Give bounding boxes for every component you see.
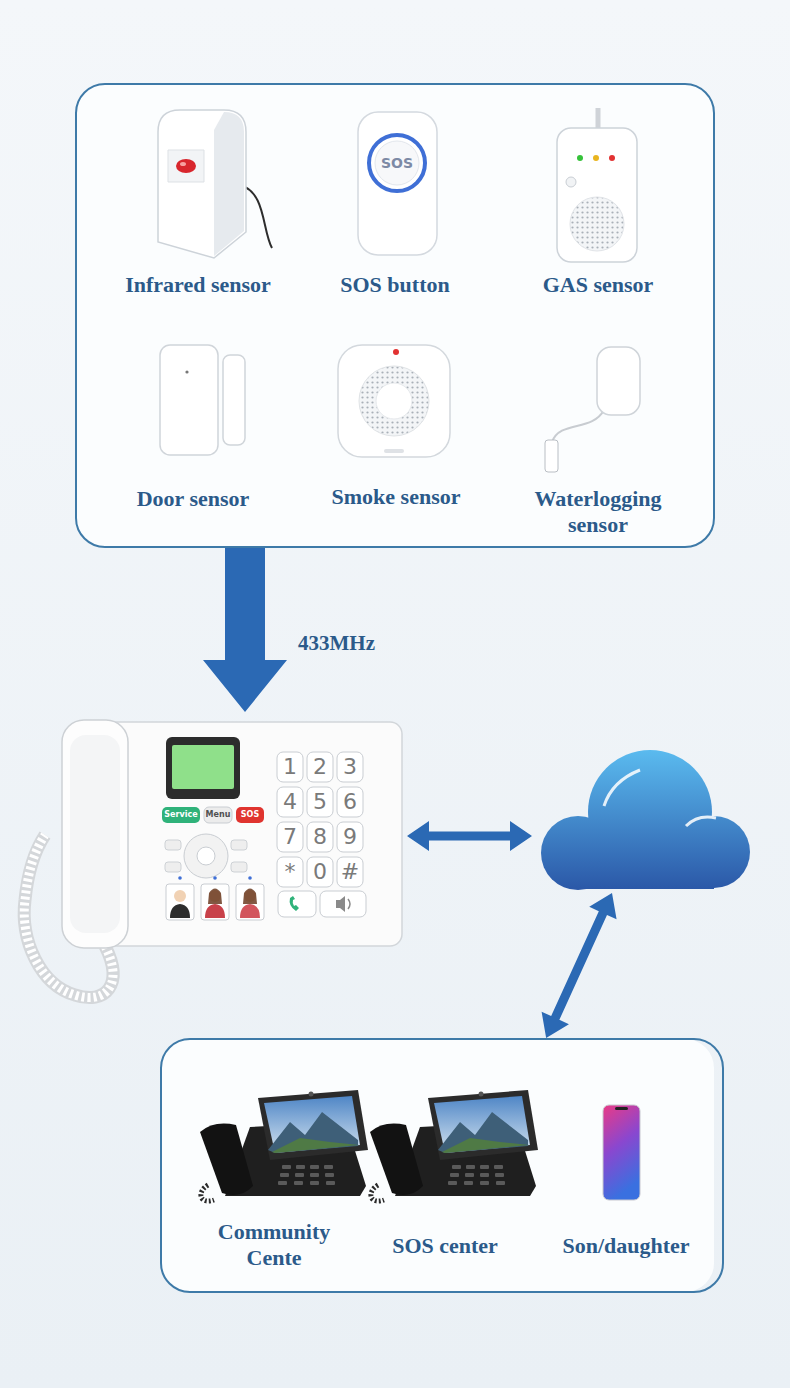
sensor-label: GAS sensor [503,272,693,298]
sos-button-icon [358,112,437,255]
waterlogging-sensor-icon [545,347,640,472]
key-label: 7 [277,822,303,852]
device-label: Community Cente [199,1219,349,1271]
button-label: Service [162,807,200,823]
senior-phone-icon [24,720,402,998]
sensor-label: Smoke sensor [301,484,491,510]
sensor-label: Waterlogging sensor [518,486,678,538]
key-label: 1 [277,752,303,782]
key-label: 5 [307,787,333,817]
contact-panel: Community Cente SOS centerSon/daughter [160,1038,724,1293]
door-sensor-icon [160,345,245,455]
panel-ground [76,84,714,547]
key-label: 3 [337,752,363,782]
cloud-icon [541,750,750,890]
cloud [532,745,747,893]
button-label: Menu [204,807,232,823]
video-phone-icon [200,1090,368,1201]
button-label: SOS [236,807,264,823]
sensor-label: Infrared sensor [98,272,298,298]
device-label: Son/daughter [536,1233,716,1259]
gas-sensor-icon [557,108,637,262]
frequency-label: 433MHz [298,630,375,656]
sensor-label: Door sensor [98,486,288,512]
button-print: SOS [374,154,420,172]
key-label: 9 [337,822,363,852]
arrow-connector [542,893,617,1038]
key-label: 4 [277,787,303,817]
device-label: SOS center [360,1233,530,1259]
key-label: 2 [307,752,333,782]
key-label: 6 [337,787,363,817]
key-label: * [277,857,303,887]
key-label: 0 [307,857,333,887]
infrared-sensor-icon [158,110,272,258]
arrow-connector [203,548,287,712]
arrow-connector [407,821,532,851]
smoke-sensor-icon [338,345,450,457]
smartphone-icon [603,1105,640,1200]
key-label: # [337,857,363,887]
senior-phone: 123 456 789 *0# ServiceMenuSOS [15,712,407,1007]
key-label: 8 [307,822,333,852]
sensor-label: SOS button [300,272,490,298]
sensor-panel: Infrared sensorSOS button GAS sensorDoor … [75,83,715,548]
